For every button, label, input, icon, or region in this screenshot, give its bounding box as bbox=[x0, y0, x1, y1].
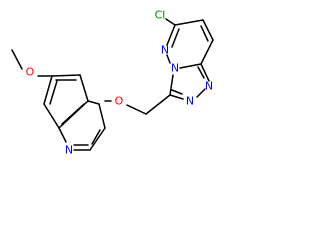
bond-c2-c3 bbox=[89, 127, 106, 151]
bond-n2-n1 bbox=[196, 88, 206, 98]
bond-ch2-c3t bbox=[145, 94, 171, 115]
atom-n-bridgehead: N bbox=[171, 62, 179, 75]
bond-c7-c8-inner bbox=[49, 80, 58, 105]
bond-c3-c4 bbox=[98, 103, 106, 129]
bond-n1-c8a bbox=[200, 63, 210, 82]
bond-c8-c8a bbox=[43, 103, 60, 129]
bond-c3t-n2-inner bbox=[171, 89, 183, 95]
bond-o-ch2 bbox=[126, 104, 147, 115]
bonds bbox=[11, 18, 214, 151]
bond-c4-c4a bbox=[87, 100, 100, 105]
bond-n4-n5 bbox=[166, 54, 171, 64]
bond-c7-c8-inner bbox=[200, 25, 209, 42]
bond-methyl-o bbox=[11, 49, 23, 70]
atom-labels: O N O Cl N N N N bbox=[26, 9, 213, 157]
bond-c6-cl bbox=[165, 18, 176, 26]
bond-c8a-n1 bbox=[58, 127, 67, 143]
bond-c5-c6 bbox=[51, 74, 81, 77]
atom-cl: Cl bbox=[155, 9, 166, 22]
bond-c7-c8 bbox=[202, 19, 214, 41]
atom-o-ether: O bbox=[115, 95, 124, 108]
bond-c8-c8a bbox=[200, 39, 214, 65]
bond-n1-c8a-inner bbox=[197, 66, 205, 79]
atom-o-methoxy: O bbox=[26, 66, 35, 79]
bond-c4a-c8a-inner bbox=[61, 103, 85, 125]
molecule-structure: O N O Cl N N N N bbox=[11, 9, 214, 157]
bond-c4a-c5 bbox=[79, 74, 89, 102]
atom-n-triazole-2: N bbox=[186, 95, 194, 108]
bond-c3t-n4 bbox=[169, 74, 174, 96]
atom-n-triazole-1: N bbox=[205, 80, 213, 93]
atom-n-pyridazine: N bbox=[161, 44, 169, 57]
bond-c8a-n4 bbox=[179, 63, 202, 69]
bond-c2-c3-inner bbox=[91, 129, 101, 145]
bond-n5-c6-inner bbox=[171, 28, 180, 48]
bond-c3t-n2 bbox=[169, 94, 184, 100]
bond-c7-c8 bbox=[43, 75, 53, 105]
bond-n5-c6 bbox=[166, 24, 176, 46]
atom-n-quinoline: N bbox=[65, 144, 73, 157]
bond-c6-c7 bbox=[174, 19, 204, 26]
